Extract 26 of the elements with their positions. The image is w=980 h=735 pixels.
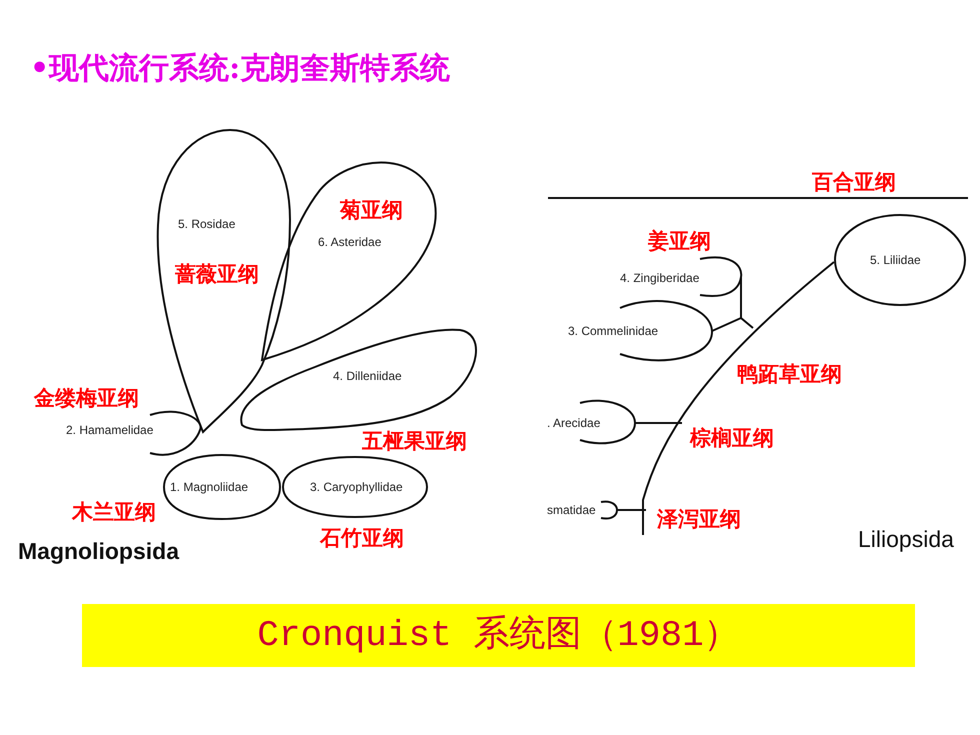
subclass-label: 姜亚纲 [648,229,711,253]
subclass-label: 鸭跖草亚纲 [737,362,842,386]
taxon-name: 5. Rosidae [178,217,236,231]
class-label: Magnoliopsida [18,538,179,564]
class-label: Liliopsida [858,526,954,552]
taxon-name: 4. Dilleniidae [333,369,402,383]
subclass-label: 菊亚纲 [340,198,403,222]
subclass-label: 金缕梅亚纲 [34,386,139,410]
title: •现代流行系统:克朗奎斯特系统 [30,50,450,88]
taxon-name: 4. Zingiberidae [620,271,700,285]
caption-banner: Cronquist 系统图（1981） [82,604,915,667]
taxon-name: 5. Liliidae [870,253,921,267]
taxon-name: 6. Asteridae [318,235,382,249]
taxon-name: 1. Magnoliidae [170,480,248,494]
taxon-name: 3. Commelinidae [568,324,658,338]
taxon-name: . Arecidae [547,416,600,430]
subclass-label: 石竹亚纲 [320,526,404,550]
subclass-label: 棕榈亚纲 [690,426,774,450]
taxon-name: smatidae [547,503,596,517]
subclass-label: 五桠果亚纲 [362,429,467,453]
taxon-name: 3. Caryophyllidae [310,480,403,494]
subclass-label: 蔷薇亚纲 [175,262,259,286]
taxon-name: 2. Hamamelidae [66,423,154,437]
subclass-label: 泽泻亚纲 [657,507,741,531]
subclass-label: 木兰亚纲 [72,500,156,524]
subclass-label: 百合亚纲 [812,170,896,194]
